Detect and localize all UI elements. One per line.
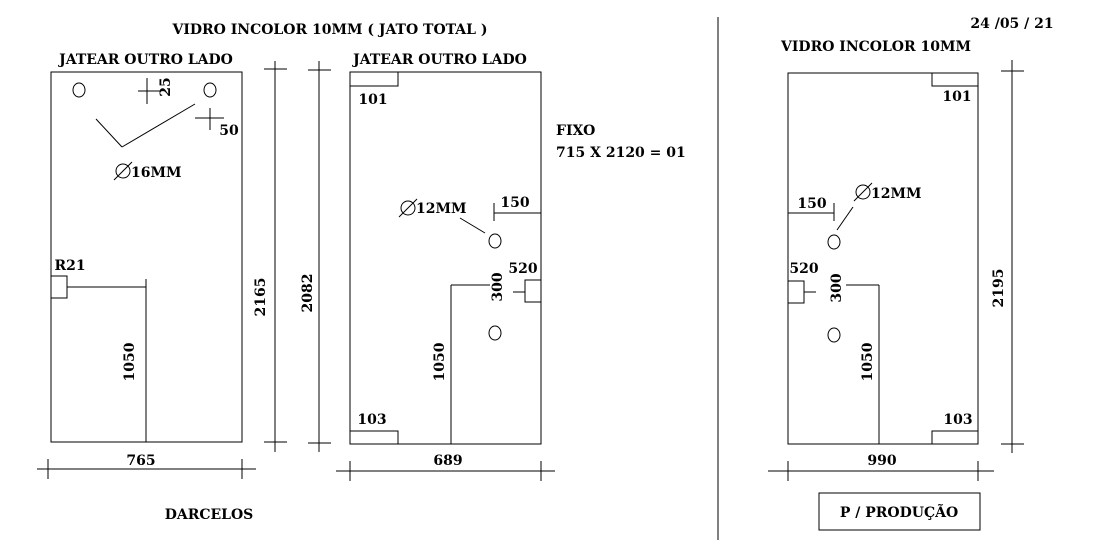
diameter-icon-slash — [398, 198, 418, 218]
panel-2-hole-lower — [488, 325, 502, 341]
panel-2-hole-label: 12MM — [416, 201, 466, 217]
panel-2-fixed-label: FIXO — [556, 123, 595, 139]
panel-3-dim-width: 990 — [867, 453, 896, 469]
panel-1-dim-width: 765 — [126, 453, 155, 469]
panel-1-heading: JATEAR OUTRO LADO — [57, 52, 233, 68]
title-left: VIDRO INCOLOR 10MM ( JATO TOTAL ) — [171, 22, 487, 38]
panel-3-hole-label: 12MM — [871, 186, 921, 202]
panel-1-leader-left — [95, 118, 123, 148]
panel-3-dim-101: 101 — [942, 89, 971, 105]
date-label: 24 /05 / 21 — [970, 16, 1053, 32]
panel-2-lock-notch — [524, 279, 542, 303]
panel-2-heading: JATEAR OUTRO LADO — [351, 52, 527, 68]
panel-1-footer: DARCELOS — [165, 507, 254, 523]
panel-2: JATEAR OUTRO LADO 101 103 FIXO 715 X 212… — [300, 52, 686, 481]
panel-3-lock-notch — [787, 280, 805, 304]
panel-1-hole-right — [203, 82, 217, 98]
panel-3-dim-300: 300 — [829, 273, 845, 302]
title-right: VIDRO INCOLOR 10MM — [780, 39, 971, 55]
panel-2-fitting-top — [349, 71, 399, 87]
panel-3-glass — [787, 72, 979, 445]
diameter-icon-slash — [853, 182, 873, 202]
panel-2-hole-leader — [459, 217, 486, 234]
diameter-icon — [400, 200, 416, 216]
panel-1-notch — [50, 275, 68, 299]
panel-2-dim-520: 520 — [508, 261, 537, 277]
panel-2-fitting-bottom — [349, 430, 399, 445]
production-button-label: P / PRODUÇÃO — [840, 502, 958, 521]
panel-3-dim-height: 2195 — [991, 269, 1007, 308]
panel-1-leader-right — [121, 103, 196, 148]
panel-2-dim-101: 101 — [358, 92, 387, 108]
panel-3-hole-upper — [827, 234, 841, 250]
panel-3-dim-1050: 1050 — [860, 342, 876, 381]
panel-3-dim-520: 520 — [789, 261, 818, 277]
panel-1-radius-label: R21 — [54, 258, 85, 274]
panel-1-dim-height: 2165 — [253, 278, 269, 317]
panel-3-dim-103: 103 — [943, 412, 972, 428]
panel-2-dim-width: 689 — [433, 453, 462, 469]
panel-2-dim-height: 2082 — [300, 274, 316, 313]
panel-2-dim-103: 103 — [357, 412, 386, 428]
panel-2-dim-150: 150 — [500, 195, 529, 211]
panel-3-hole-leader — [836, 206, 854, 231]
panel-2-glass — [349, 71, 542, 445]
panel-1: JATEAR OUTRO LADO 25 50 16MM R21 1050 21… — [37, 52, 287, 523]
panel-1-dim-50: 50 — [219, 123, 239, 139]
panel-1-dim-1050: 1050 — [122, 342, 138, 381]
panel-2-hole-upper — [488, 233, 502, 249]
panel-3-dim-150: 150 — [797, 196, 826, 212]
panel-3-fitting-bottom — [931, 430, 979, 445]
panel-2-dim-300: 300 — [490, 272, 506, 301]
panel-2-dim-1050: 1050 — [432, 342, 448, 381]
diameter-icon — [115, 163, 131, 179]
diameter-icon-slash — [113, 161, 133, 181]
panel-2-fixed-spec: 715 X 2120 = 01 — [556, 145, 686, 161]
diameter-icon — [855, 184, 871, 200]
panel-1-hole-left — [72, 82, 86, 98]
panel-1-dim-25: 25 — [158, 77, 174, 96]
production-button[interactable] — [818, 492, 981, 531]
panel-3-hole-lower — [827, 327, 841, 343]
panel-3-fitting-top — [931, 72, 979, 87]
panel-1-hole-label: 16MM — [131, 165, 181, 181]
panel-3: 101 103 12MM 150 520 300 1050 2195 990 — [768, 60, 1024, 531]
